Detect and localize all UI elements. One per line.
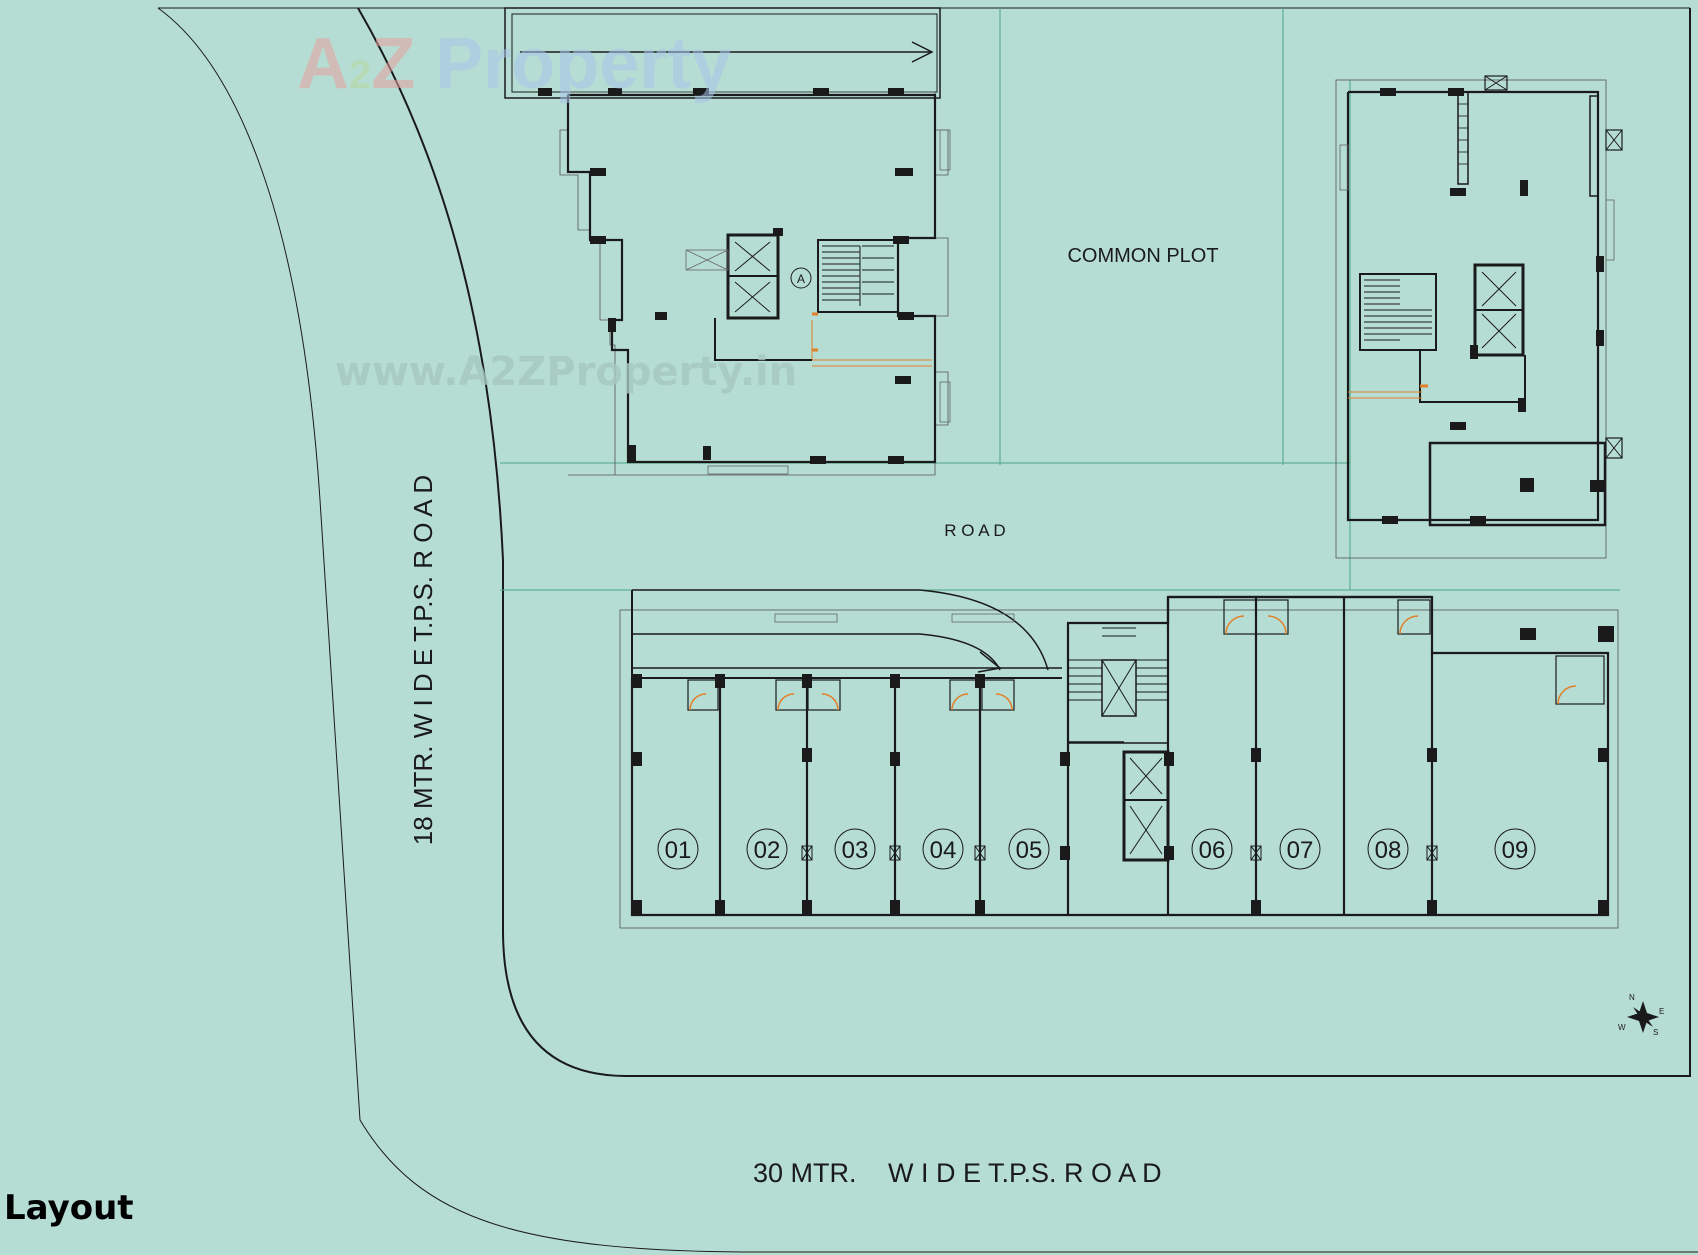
shop-number: 07 — [1287, 837, 1314, 864]
shop-label-02: 02 — [746, 828, 788, 870]
shop-number: 02 — [754, 837, 781, 864]
compass-w: W — [1618, 1023, 1626, 1032]
svg-text:A2ZProperty: A2ZProperty — [297, 24, 731, 104]
main-road-name: W I D E T.P.S. R O A D — [888, 1158, 1162, 1188]
shop-label-07: 07 — [1279, 828, 1321, 870]
shop-number: 05 — [1016, 837, 1043, 864]
tower-a-marker: A — [790, 267, 812, 289]
plot-boundary — [157, 7, 1698, 1253]
top-ramp — [504, 7, 941, 99]
side-road-label: 18 MTR. W I D E T.P.S. R O A D — [408, 475, 438, 845]
main-road-label: 30 MTR. W I D E T.P.S. R O A D — [753, 1158, 1162, 1188]
shop-label-05: 05 — [1008, 828, 1050, 870]
main-road-width: 30 MTR. — [753, 1158, 857, 1188]
url-watermark: www.A2ZProperty.in — [335, 349, 797, 395]
shop-number: 08 — [1375, 837, 1402, 864]
internal-road-label: R O A D — [944, 521, 1005, 540]
compass-n: N — [1629, 993, 1635, 1002]
shop-block — [619, 589, 1619, 929]
tower-b-columns — [1380, 88, 1604, 524]
shop-number: 03 — [842, 837, 869, 864]
shop-number: 04 — [930, 837, 957, 864]
compass-icon: N E S W — [1618, 993, 1664, 1037]
shop-label-08: 08 — [1367, 828, 1409, 870]
tower-a-block — [559, 91, 951, 476]
tower-a-marker-label: A — [797, 272, 805, 286]
shop-number: 01 — [665, 837, 692, 864]
common-plot-label: COMMON PLOT — [1067, 245, 1218, 267]
shop-label-01: 01 — [657, 828, 699, 870]
layout-caption: Layout — [4, 1188, 134, 1228]
shop-label-09: 09 — [1494, 828, 1536, 870]
shop-number: 06 — [1199, 837, 1226, 864]
shop-block-columns — [632, 626, 1614, 916]
shop-number: 09 — [1502, 837, 1529, 864]
shop-label-03: 03 — [834, 828, 876, 870]
compass-e: E — [1659, 1007, 1664, 1016]
shop-labels: 01 02 03 04 05 06 07 08 — [657, 828, 1536, 870]
shop-label-04: 04 — [922, 828, 964, 870]
compass-s: S — [1653, 1028, 1658, 1037]
shop-label-06: 06 — [1191, 828, 1233, 870]
tower-b-block — [1335, 75, 1623, 559]
tower-a-columns — [538, 88, 914, 464]
